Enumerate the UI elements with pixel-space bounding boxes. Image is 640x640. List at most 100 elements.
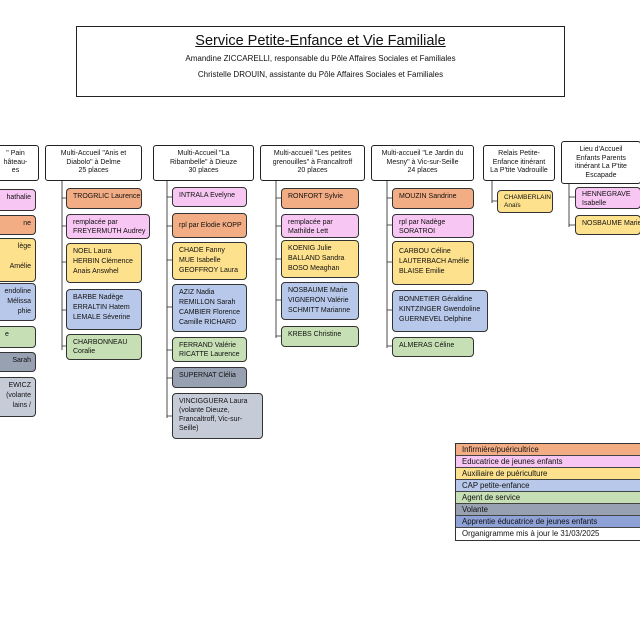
unit-grenouilles-line2: grenouilles" à Francaltroff — [272, 158, 353, 166]
staff-card: endoline Mélissa phie — [0, 283, 36, 321]
staff-card: HENNEGRAVE Isabelle — [575, 187, 640, 209]
unit-jardin-line1: Multi-accueil "Le Jardin du — [381, 150, 464, 157]
unit-lieu-line3: itinérant La P'tite — [575, 163, 627, 170]
legend-item: CAP petite-enfance — [456, 480, 640, 492]
staff-card: SUPERNAT Clélia — [172, 367, 247, 388]
staff-card: hathalie — [0, 189, 36, 211]
staff-name: Francaltroff, Vic-sur- — [179, 416, 243, 423]
staff-name: Amélie — [9, 263, 31, 270]
staff-card: ALMERAS Céline — [392, 337, 474, 357]
staff-name: Anais Answhel — [73, 268, 119, 275]
legend-item: Educatrice de jeunes enfants — [456, 456, 640, 468]
staff-card: ne — [0, 215, 36, 235]
staff-name: SCHMITT Marianne — [288, 307, 351, 314]
staff-name: BARBE Nadège — [73, 294, 124, 301]
staff-name: FERRAND Valérie — [179, 342, 237, 349]
staff-card: BONNETIER Géraldine KINTZINGER Gwendolin… — [392, 290, 488, 332]
staff-card: Sarah — [0, 352, 36, 372]
staff-name: remplacée par — [73, 219, 118, 226]
staff-name: remplacée par — [288, 219, 333, 226]
staff-name: HERBIN Clémence — [73, 258, 133, 265]
staff-name: INTRALA Evelyne — [179, 192, 236, 199]
staff-card: CHAMBERLAIN Anaïs — [497, 190, 553, 213]
unit-pain-line4: es — [11, 167, 20, 174]
staff-name: LEMALE Séverine — [73, 314, 131, 321]
staff-name: Camille RICHARD — [179, 319, 237, 326]
staff-card: TROGRLIC Laurence — [66, 188, 142, 209]
staff-card: rpl par Elodie KOPP — [172, 213, 247, 238]
unit-jardin-mesny: Multi-accueil "Le Jardin du Mesny" à Vic… — [371, 145, 474, 181]
staff-name: KREBS Christine — [288, 331, 342, 338]
unit-pain-line2: hâteau- — [3, 158, 28, 166]
staff-name: (volante Dieuze, — [179, 407, 230, 414]
unit-pain-chateau: " Pain hâteau- es — [0, 145, 39, 181]
staff-name: ERRALTIN Hatem — [73, 304, 130, 311]
staff-name: (volante — [6, 392, 31, 399]
staff-name — [0, 252, 31, 262]
staff-name: BONNETIER Géraldine — [399, 296, 473, 303]
staff-card: KREBS Christine — [281, 326, 359, 347]
staff-name: EWICZ — [8, 382, 31, 389]
legend-item: Volante — [456, 504, 640, 516]
staff-card: CHARBONNEAU Coralie — [66, 334, 142, 360]
staff-name: rpl par Nadège — [399, 219, 446, 226]
staff-name: HENNEGRAVE — [582, 191, 631, 198]
unit-relais-line1: Relais Petite- — [498, 150, 540, 157]
staff-name: NOEL Laura — [73, 248, 112, 255]
staff-card: AZIZ Nadia REMILLON Sarah CAMBIER Floren… — [172, 284, 247, 332]
unit-anis-line1: Multi-Accueil "Anis et — [60, 150, 127, 157]
staff-name: RICATTE Laurence — [179, 351, 240, 358]
staff-name: phie — [17, 308, 31, 315]
unit-anis-diabolo: Multi-Accueil "Anis et Diabolo" à Delme … — [45, 145, 142, 181]
unit-relais-line2: Enfance itinérant — [492, 158, 546, 166]
unit-lieu-line2: Enfants Parents — [576, 154, 626, 162]
staff-name: endoline — [4, 288, 31, 295]
unit-anis-line2: Diabolo" à Delme — [66, 158, 121, 166]
staff-name: KINTZINGER Gwendoline — [399, 306, 481, 313]
staff-name: TROGRLIC Laurence — [73, 193, 141, 200]
staff-name: CARBOU Céline — [399, 248, 451, 255]
unit-ribambelle: Multi-Accueil "La Ribambelle" à Dieuze 3… — [153, 145, 254, 181]
staff-name: LAUTERBACH Amélie — [399, 258, 470, 265]
legend: Infirmière/puéricultrice Educatrice de j… — [455, 443, 640, 541]
staff-name: SORATROI — [399, 228, 436, 235]
staff-name: KOENIG Julie — [288, 245, 332, 252]
staff-name: Mathilde Lett — [288, 228, 329, 235]
unit-relais-vadrouille: Relais Petite- Enfance itinérant La P'ti… — [483, 145, 555, 181]
staff-name: CHAMBERLAIN — [504, 194, 551, 201]
unit-jardin-capacity: 24 places — [407, 167, 438, 174]
staff-card: VINCIGGUERA Laura (volante Dieuze, Franc… — [172, 393, 263, 439]
assistant-line: Christelle DROUIN, assistante du Pôle Af… — [197, 70, 444, 79]
unit-grenouilles-capacity: 20 places — [297, 167, 328, 174]
staff-card: CHADE Fanny MUE Isabelle GEOFFROY Laura — [172, 242, 247, 280]
staff-name: GUERNEVEL Delphine — [399, 316, 472, 323]
staff-name: RONFORT Sylvie — [288, 193, 343, 200]
staff-card: remplacée par Mathilde Lett — [281, 214, 359, 238]
staff-name: REMILLON Sarah — [179, 299, 236, 306]
staff-card: NOSBAUME Marie — [575, 215, 640, 235]
unit-relais-line3: La P'tite Vadrouille — [490, 167, 548, 174]
unit-lieu-line1: Lieu d'Accueil — [579, 146, 623, 153]
unit-ribambelle-line2: Ribambelle" à Dieuze — [169, 158, 238, 166]
staff-name: BOSO Meaghan — [288, 265, 340, 272]
unit-ribambelle-line1: Multi-Accueil "La — [177, 150, 230, 157]
staff-name: VINCIGGUERA Laura — [179, 398, 248, 405]
staff-card: NOSBAUME Marie VIGNERON Valérie SCHMITT … — [281, 282, 359, 320]
staff-name: Coralie — [73, 348, 96, 355]
staff-card: BARBE Nadège ERRALTIN Hatem LEMALE Séver… — [66, 289, 142, 330]
staff-name: GEOFFROY Laura — [179, 267, 239, 274]
staff-name: lège — [17, 243, 31, 250]
staff-card: RONFORT Sylvie — [281, 188, 359, 209]
unit-pain-line1: " Pain — [6, 150, 25, 157]
manager-line: Amandine ZICCARELLI, responsable du Pôle… — [185, 54, 456, 63]
staff-card: KOENIG Julie BALLAND Sandra BOSO Meaghan — [281, 240, 359, 278]
staff-name: Anaïs — [504, 202, 521, 209]
staff-name: rpl par Elodie KOPP — [179, 222, 242, 229]
unit-anis-capacity: 25 places — [78, 167, 109, 174]
service-header: Service Petite-Enfance et Vie Familiale … — [76, 26, 565, 97]
staff-name: CAMBIER Florence — [179, 309, 241, 316]
legend-item: Agent de service — [456, 492, 640, 504]
staff-name: NOSBAUME Marie — [582, 220, 640, 227]
legend-item: Infirmière/puéricultrice — [456, 444, 640, 456]
